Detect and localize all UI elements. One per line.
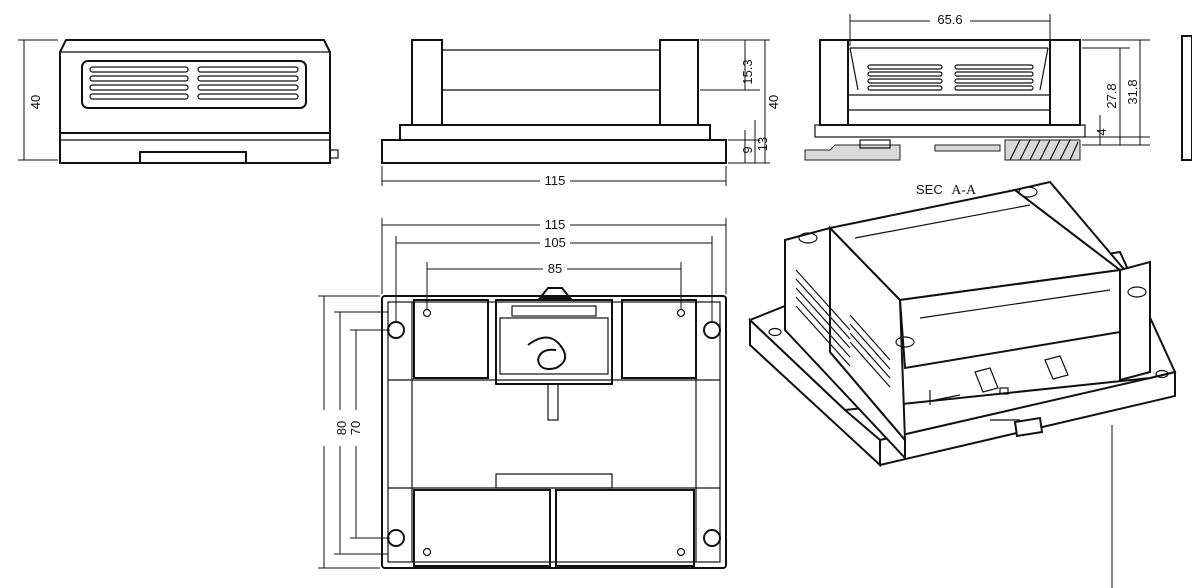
bottom-view: 115 105 85 80 70 bbox=[318, 217, 727, 569]
bottom-height-inner-dim: 70 bbox=[348, 421, 363, 435]
section-vent-slots bbox=[867, 64, 1034, 91]
section-height-dim-2: 31.8 bbox=[1125, 79, 1140, 104]
side-height-dim: 40 bbox=[28, 95, 43, 109]
front-top-step-dim: 15.3 bbox=[740, 59, 755, 84]
section-label-name: A-A bbox=[951, 183, 977, 198]
section-label-prefix: SEC bbox=[916, 182, 943, 197]
din-clip bbox=[495, 287, 613, 421]
section-view: 65.6 4 27.8 31.8 SEC A-A bbox=[804, 12, 1192, 198]
front-foot-dim-2: 13 bbox=[755, 137, 770, 151]
front-width-dim: 115 bbox=[545, 173, 566, 188]
side-view: 40 bbox=[18, 39, 339, 164]
section-height-dim-1: 27.8 bbox=[1104, 83, 1119, 108]
bottom-width-outer-dim: 115 bbox=[545, 217, 566, 232]
section-foot-dim: 4 bbox=[1094, 128, 1109, 135]
front-height-dim: 40 bbox=[766, 95, 781, 109]
bottom-width-inner-dim: 85 bbox=[548, 261, 562, 276]
section-width-dim: 65.6 bbox=[937, 12, 962, 27]
front-view: 15.3 9 13 40 115 bbox=[381, 39, 781, 188]
isometric-vent-slots bbox=[795, 269, 891, 388]
isometric-view bbox=[748, 180, 1177, 588]
front-foot-dim-1: 9 bbox=[740, 146, 755, 153]
section-label: SEC A-A bbox=[916, 181, 977, 198]
bottom-height-mid-dim: 80 bbox=[334, 421, 349, 435]
side-vent-slots bbox=[81, 60, 307, 109]
mounting-holes bbox=[387, 308, 721, 557]
bottom-width-mid-dim: 105 bbox=[544, 235, 566, 250]
